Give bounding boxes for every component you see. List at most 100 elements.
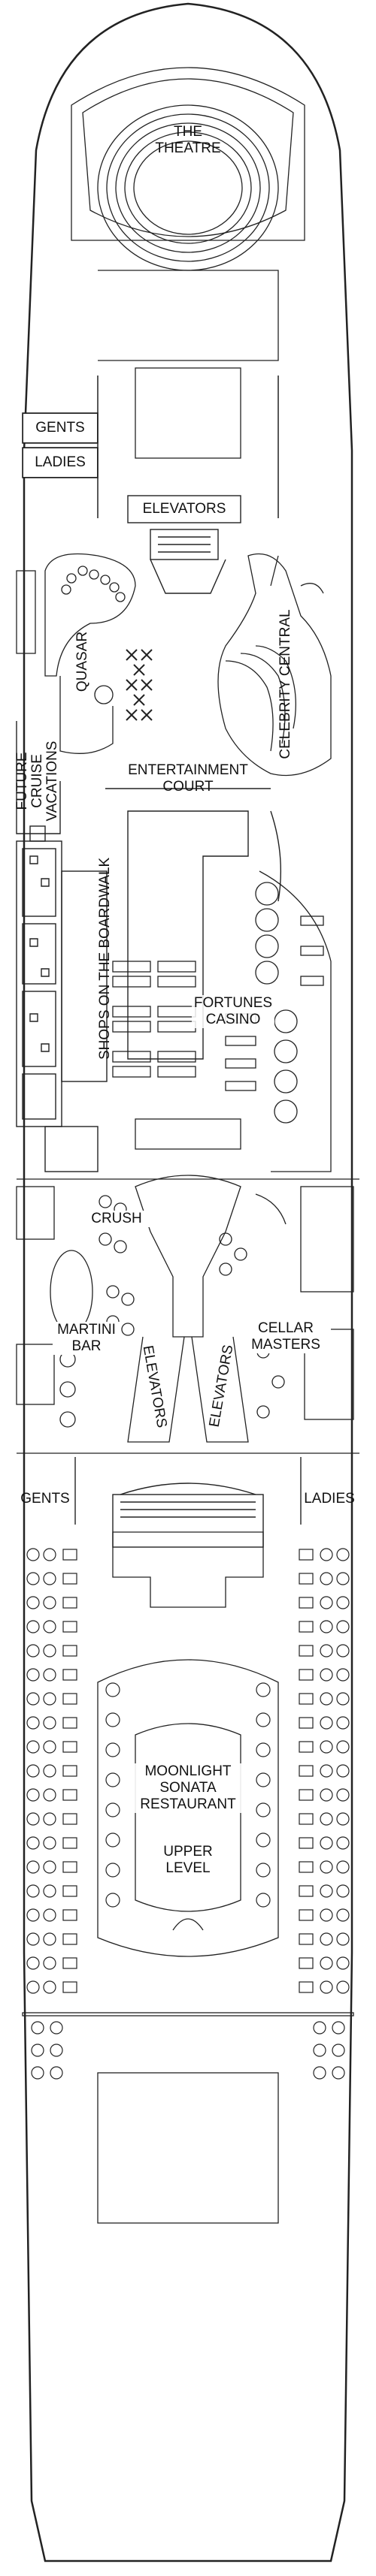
dining-table	[26, 1692, 40, 1706]
dining-table	[105, 1682, 120, 1697]
label-celebrity-central: CELEBRITY CENTRAL	[277, 609, 293, 759]
label-cellar-masters: CELLAR MASTERS	[241, 1320, 331, 1353]
label-ladies-top: LADIES	[35, 454, 86, 470]
dining-table	[105, 1863, 120, 1878]
dining-table	[313, 2021, 326, 2035]
dining-table	[43, 1644, 56, 1658]
entertainment-court	[105, 788, 282, 1060]
dining-table	[26, 1956, 40, 1970]
dining-table	[26, 1860, 40, 1874]
dining-table	[336, 1860, 350, 1874]
dining-table	[26, 1980, 40, 1994]
dining-table	[336, 1692, 350, 1706]
dining-table	[256, 1802, 271, 1817]
dining-table	[336, 1596, 350, 1609]
dining-table	[320, 1980, 333, 1994]
dining-table	[299, 1693, 314, 1705]
dining-table	[62, 1549, 77, 1561]
dining-table	[43, 1692, 56, 1706]
dining-table	[320, 1548, 333, 1561]
dining-table	[105, 1712, 120, 1727]
dining-table	[43, 1932, 56, 1946]
dining-table	[299, 1669, 314, 1681]
dining-table	[299, 1813, 314, 1825]
dining-table	[62, 1717, 77, 1729]
dining-table	[43, 1572, 56, 1585]
dining-table	[43, 1716, 56, 1730]
dining-table	[336, 1620, 350, 1633]
dining-table	[332, 2021, 345, 2035]
dining-table	[313, 2066, 326, 2080]
dining-table	[320, 1644, 333, 1658]
dining-table	[336, 1836, 350, 1850]
label-theatre: THE THEATRE	[155, 124, 221, 156]
dining-table	[26, 1620, 40, 1633]
dining-table	[43, 1596, 56, 1609]
dining-table	[320, 1716, 333, 1730]
label-shops: SHOPS ON THE BOARDWALK	[97, 857, 113, 1060]
dining-table	[299, 1741, 314, 1753]
dining-table	[26, 1548, 40, 1561]
dining-table	[299, 1909, 314, 1921]
dining-table	[26, 1596, 40, 1609]
bars-area	[16, 1175, 359, 1454]
dining-table	[299, 1645, 314, 1657]
dining-table	[26, 1812, 40, 1826]
dining-table	[43, 1836, 56, 1850]
dining-table	[31, 2021, 44, 2035]
label-moonlight-sonata: MOONLIGHT SONATA RESTAURANT	[132, 1763, 244, 1813]
dining-table	[62, 1981, 77, 1993]
moonlight-sonata-restaurant	[22, 1531, 354, 2224]
dining-table	[256, 1682, 271, 1697]
dining-table	[31, 2066, 44, 2080]
dining-table	[43, 1956, 56, 1970]
dining-table	[43, 1668, 56, 1682]
label-fortunes-casino: FORTUNES CASINO	[192, 995, 274, 1028]
dining-table	[336, 1956, 350, 1970]
dining-table	[336, 1764, 350, 1778]
dining-table	[105, 1893, 120, 1908]
dining-table	[62, 1933, 77, 1945]
dining-table	[43, 1548, 56, 1561]
dining-table	[336, 1788, 350, 1802]
dining-table	[26, 1716, 40, 1730]
dining-table	[26, 1668, 40, 1682]
gents-restroom-top: GENTS	[23, 413, 98, 443]
dining-table	[320, 1620, 333, 1633]
dining-table	[62, 1813, 77, 1825]
dining-table	[26, 1572, 40, 1585]
dining-table	[336, 1740, 350, 1754]
dining-table	[320, 1764, 333, 1778]
dining-table	[320, 1740, 333, 1754]
label-gents-top: GENTS	[35, 420, 85, 436]
dining-table	[62, 1741, 77, 1753]
dining-table	[62, 1621, 77, 1633]
dining-table	[43, 1980, 56, 1994]
dining-table	[62, 1573, 77, 1585]
dining-table	[50, 2044, 63, 2057]
label-upper-level: UPPER LEVEL	[163, 1844, 213, 1876]
dining-table	[299, 1789, 314, 1801]
dining-table	[62, 1837, 77, 1849]
dining-table	[62, 1861, 77, 1873]
dining-table	[320, 1692, 333, 1706]
restaurant-tables	[26, 1548, 350, 2080]
dining-table	[62, 1789, 77, 1801]
dining-table	[336, 1932, 350, 1946]
dining-table	[105, 1742, 120, 1757]
dining-table	[105, 1832, 120, 1848]
dining-table	[336, 1716, 350, 1730]
elevator-bank-top	[127, 495, 241, 594]
dining-table	[62, 1693, 77, 1705]
hull-outline	[23, 2, 353, 2562]
dining-table	[256, 1742, 271, 1757]
dining-table	[336, 1644, 350, 1658]
dining-table	[26, 1764, 40, 1778]
dining-table	[336, 1980, 350, 1994]
dining-table	[336, 1884, 350, 1898]
dining-table	[320, 1884, 333, 1898]
label-quasar: QUASAR	[74, 631, 90, 692]
label-entertainment-court: ENTERTAINMENT COURT	[128, 762, 248, 795]
dining-table	[105, 1802, 120, 1817]
dining-table	[320, 1836, 333, 1850]
